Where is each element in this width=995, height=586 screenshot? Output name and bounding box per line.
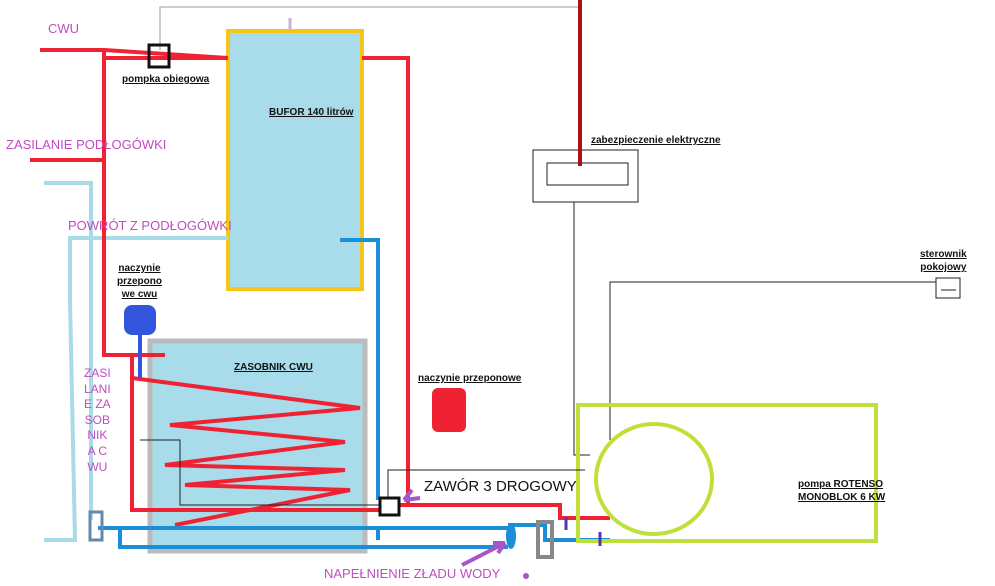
- label-pompka-obiegowa: pompka obiegowa: [122, 74, 210, 85]
- label-sterownik: sterownik pokojowy: [920, 249, 967, 273]
- fitting-right: [536, 520, 554, 559]
- naczynie-przeponowe: [432, 388, 466, 432]
- label-bufor: BUFOR 140 litrów: [269, 107, 354, 118]
- wire-to-sterownik: [609, 281, 936, 440]
- fill-valve: [506, 523, 516, 549]
- bufor-tank: [226, 29, 364, 291]
- zawor-symbol: [378, 496, 401, 517]
- dot-napelnienie: [523, 573, 529, 579]
- label-powrot-z-podlogowki: POWRÓT Z PODŁOGÓWKI: [68, 218, 232, 233]
- pompka-obiegowa-symbol: [147, 43, 171, 69]
- label-napelnienie: NAPEŁNIENIE ZŁADU WODY: [324, 566, 501, 581]
- control-wire-top: [159, 6, 580, 50]
- fitting-left: [88, 510, 104, 542]
- zasobnik-sensor-line: [140, 439, 380, 506]
- label-naczynie-cwu: naczynie przepono we cwu: [117, 263, 162, 300]
- wire-to-pump: [573, 202, 590, 456]
- arrow-zawor: [402, 488, 421, 502]
- label-zawor: ZAWÓR 3 DROGOWY: [424, 478, 577, 495]
- zasobnik-coil: [131, 376, 361, 527]
- label-naczynie-przeponowe: naczynie przeponowe: [418, 373, 522, 384]
- hot-pipes: [30, 47, 610, 520]
- return-floor-heating-2: [44, 236, 228, 542]
- zabezpieczenie-display: [546, 162, 629, 186]
- label-zasilanie-zasobnika: ZASI LANI E ZA SOB NIK A C WU: [84, 366, 111, 474]
- arrow-napelnienie: [461, 541, 507, 567]
- label-cwu: CWU: [48, 21, 80, 36]
- label-pompa: pompa ROTENSO MONOBLOK 6 KW: [798, 479, 886, 503]
- zawor-outline: [387, 469, 585, 498]
- return-floor-heating: [44, 181, 93, 520]
- naczynie-cwu: [124, 305, 156, 335]
- sterownik-box: [935, 277, 961, 299]
- pompa-box: [576, 403, 878, 543]
- label-zasobnik: ZASOBNIK CWU: [234, 362, 313, 373]
- label-zabezpieczenie: zabezpieczenie elektryczne: [591, 135, 721, 146]
- label-zasilanie-podlogowki: ZASILANIE PODŁOGÓWKI: [6, 137, 167, 152]
- pompa-circle: [594, 422, 714, 536]
